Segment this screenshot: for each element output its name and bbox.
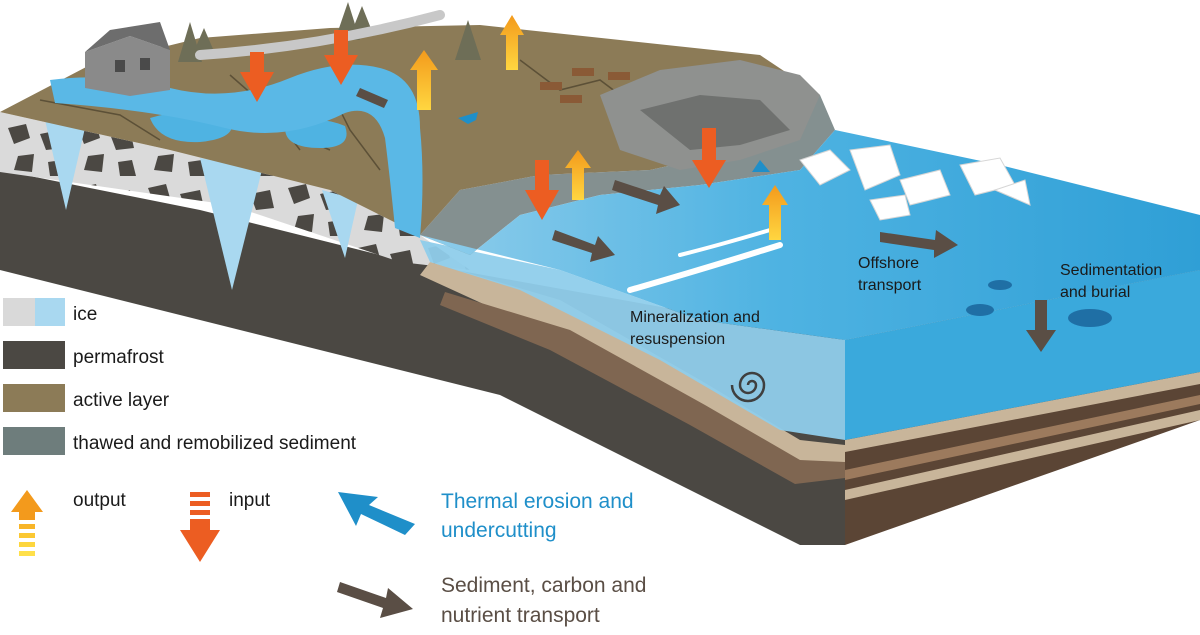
reindeer-icon — [540, 68, 630, 103]
legend-thermal-erosion-2: undercutting — [441, 519, 557, 542]
label-sedimentation-2: and burial — [1060, 284, 1130, 301]
legend-output-arrow — [11, 490, 43, 556]
legend-output: output — [73, 490, 127, 511]
legend-transport-2: nutrient transport — [441, 604, 600, 627]
legend-swatch-active-layer — [3, 384, 65, 412]
ice-wedge — [45, 120, 85, 210]
river — [50, 64, 423, 239]
pipeline-icon — [195, 10, 445, 60]
legend-swatch-permafrost — [3, 341, 65, 369]
house-icon — [85, 22, 170, 96]
ice-floe — [799, 144, 1031, 221]
legend-transport-1: Sediment, carbon and — [441, 574, 646, 597]
ice-wedge — [200, 158, 262, 290]
transport-arrow — [356, 88, 1056, 352]
block-cross-section — [0, 112, 1200, 545]
legend-thermal-erosion-1: Thermal erosion and — [441, 490, 634, 513]
legend-ice: ice — [73, 304, 97, 325]
label-mineralization-1: Mineralization and — [630, 309, 760, 326]
legend-permafrost: permafrost — [73, 347, 165, 368]
legend-swatch-thawed — [3, 427, 65, 455]
legend-swatch-ice-blue — [35, 298, 65, 326]
legend-input-arrow — [180, 492, 220, 562]
land-surface — [0, 2, 835, 255]
legend-thawed: thawed and remobilized sediment — [73, 433, 357, 454]
label-offshore-1: Offshore — [858, 255, 919, 272]
erosion-arrow — [458, 112, 770, 172]
thawed-slump — [420, 95, 835, 255]
ice-wedge — [322, 190, 358, 258]
legend: ice permafrost active layer thawed and r… — [3, 298, 646, 627]
legend-swatch-ice-grey — [3, 298, 35, 326]
legend-input: input — [229, 490, 271, 511]
label-sedimentation-1: Sedimentation — [1060, 262, 1162, 279]
input-arrow — [240, 30, 726, 220]
fish-icon — [966, 280, 1112, 327]
legend-transport-arrow — [337, 582, 413, 618]
label-offshore-2: transport — [858, 277, 922, 294]
output-arrow — [410, 15, 788, 240]
spiral-icon — [730, 371, 766, 403]
legend-erosion-arrow — [338, 492, 415, 535]
legend-active-layer: active layer — [73, 390, 170, 411]
label-mineralization-2: resuspension — [630, 331, 725, 348]
